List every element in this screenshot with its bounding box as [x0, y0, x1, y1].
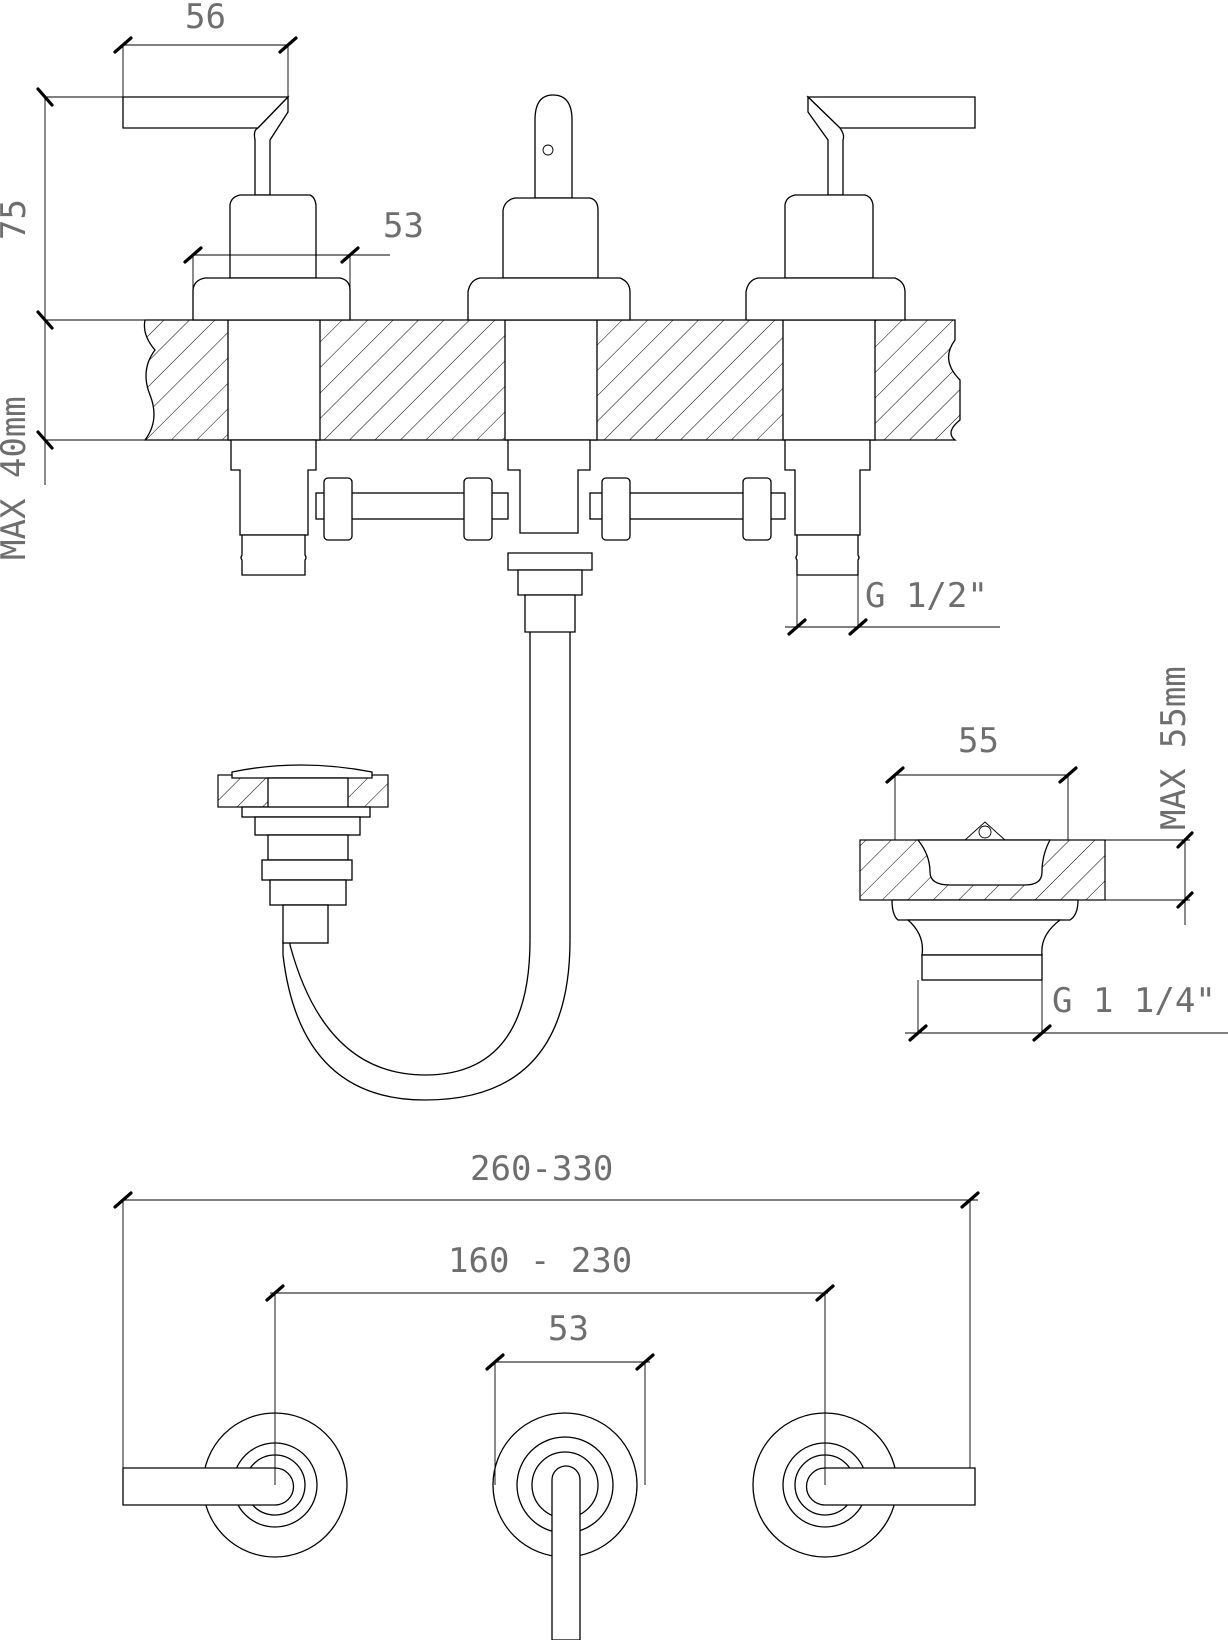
right-valve [745, 95, 976, 576]
left-valve [122, 95, 351, 576]
drain-section [859, 821, 1106, 981]
label-spout-width: 53 [548, 1309, 589, 1349]
label-handle-height: 75 [0, 199, 34, 240]
label-inlet-thread: G 1/2" [865, 576, 988, 616]
connecting-pipes [315, 477, 786, 541]
dimension-labels: 56 75 53 MAX 40mm G 1/2" 55 MAX 55mm G 1… [0, 0, 1216, 1349]
center-valve [467, 94, 631, 633]
countertop-section [143, 319, 961, 441]
label-rosette-diameter: 53 [383, 206, 424, 246]
label-drain-diameter: 55 [958, 721, 999, 761]
dimension-lines [36, 36, 1228, 1485]
top-view [122, 1412, 976, 1640]
label-handle-spacing: 160 - 230 [448, 1241, 632, 1281]
flexible-hose [289, 632, 531, 1076]
label-drain-thread: G 1 1/4" [1052, 981, 1216, 1021]
left-handle-top [122, 1412, 348, 1558]
spout-top [492, 1412, 638, 1640]
label-handle-width: 56 [185, 0, 226, 37]
popup-drain-assembly [217, 764, 389, 944]
right-handle-top [752, 1412, 976, 1558]
label-overall-span: 260-330 [470, 1149, 613, 1189]
label-drain-max: MAX 55mm [1154, 666, 1194, 830]
label-deck-max: MAX 40mm [0, 396, 34, 560]
front-elevation [122, 94, 976, 1101]
